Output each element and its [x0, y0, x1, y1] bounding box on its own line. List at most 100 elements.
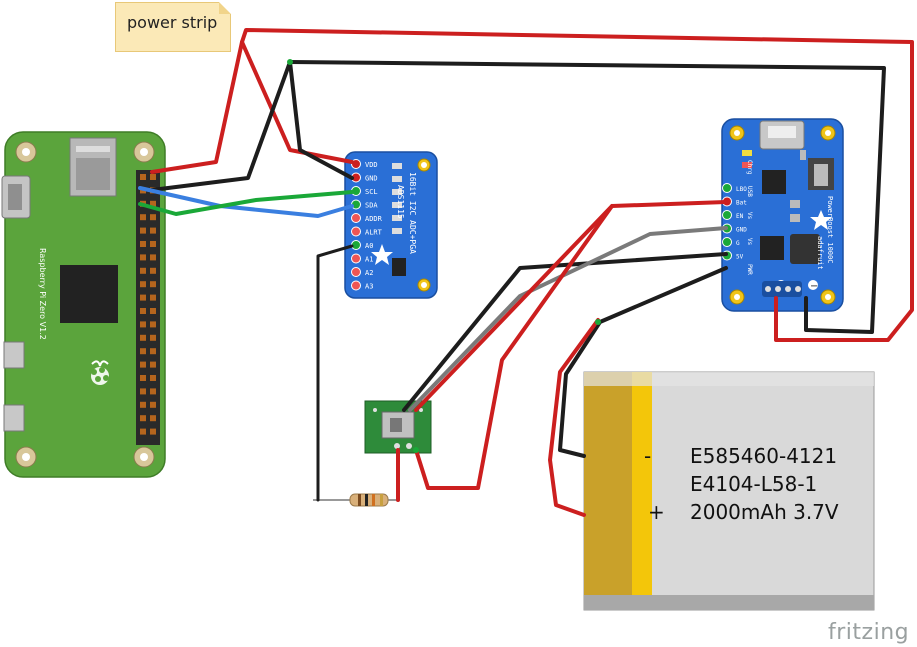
resistor[interactable]	[313, 493, 398, 507]
note-fold-corner	[219, 2, 231, 14]
adc-ic-chip	[392, 258, 406, 276]
powerboost-pin-g[interactable]	[722, 237, 732, 247]
fritzing-watermark: fritzing	[828, 620, 910, 645]
gpio-pin[interactable]	[150, 294, 156, 301]
wire-blue-sda	[138, 186, 354, 218]
powerboost-pin-lbo[interactable]	[722, 183, 732, 193]
minus-icon: −	[810, 281, 818, 292]
adc-pin-addr[interactable]	[351, 213, 361, 223]
adc-pin-label: ALRT	[365, 229, 383, 237]
adc-pin-label: A1	[365, 256, 373, 264]
adc-pin-a3[interactable]	[351, 280, 361, 291]
powerboost-1000c-board[interactable]: PowerBoost 1000C adafruit + − LBOBatENGN…	[721, 118, 844, 312]
battery-plus-symbol: +	[648, 500, 665, 524]
gpio-pin[interactable]	[150, 348, 156, 355]
wire-black-top-loop	[288, 60, 886, 334]
adc-pin-label: A3	[365, 283, 373, 291]
slide-switch[interactable]	[364, 400, 432, 454]
switch-slider[interactable]	[390, 418, 402, 432]
power-strip-label: power strip	[127, 13, 218, 32]
powerboost-pin-label: GND	[736, 227, 747, 234]
gpio-pin[interactable]	[150, 200, 156, 207]
gpio-pin[interactable]	[150, 375, 156, 381]
pi-board-label: Raspberry Pi Zero V1.2	[38, 248, 47, 340]
wire-black-switch-gnd	[402, 252, 728, 412]
powerboost-side-label: Vs	[746, 238, 753, 246]
wire-endpoints	[287, 59, 601, 453]
gpio-pin[interactable]	[140, 348, 146, 355]
powerboost-pin-label: EN	[736, 213, 744, 220]
gpio-pin[interactable]	[140, 241, 146, 247]
gpio-pin[interactable]	[150, 361, 156, 368]
wire-red-switch-out	[414, 204, 614, 490]
gpio-pin[interactable]	[140, 388, 146, 395]
gpio-pin[interactable]	[150, 415, 156, 422]
powerboost-pin-en[interactable]	[722, 210, 732, 220]
gpio-pin[interactable]	[140, 254, 146, 261]
gpio-pin[interactable]	[140, 294, 146, 301]
gpio-pin[interactable]	[150, 254, 156, 261]
gpio-pin[interactable]	[140, 281, 146, 288]
wire-red-battery	[548, 318, 600, 517]
powerboost-title-line2: adafruit	[816, 236, 824, 270]
inductor	[790, 234, 820, 264]
gpio-pin[interactable]	[140, 174, 146, 180]
gpio-pin[interactable]	[150, 334, 156, 341]
wire-red-top-loop	[240, 28, 914, 342]
gpio-pin[interactable]	[140, 375, 146, 381]
cpu-chip	[60, 265, 118, 323]
adc-pin-label: VDD	[365, 161, 378, 169]
gpio-pin[interactable]	[140, 214, 146, 221]
gpio-pin[interactable]	[150, 214, 156, 221]
gpio-pin[interactable]	[140, 308, 146, 314]
adc-pin-label: GND	[365, 175, 378, 183]
wire-black-pi-gnd	[150, 60, 354, 192]
gpio-pin[interactable]	[140, 334, 146, 341]
gpio-pin[interactable]	[150, 227, 156, 234]
gpio-pin[interactable]	[150, 241, 156, 247]
raspberry-logo-icon	[91, 360, 109, 385]
adc-pin-a1[interactable]	[351, 253, 361, 264]
gpio-pin[interactable]	[150, 321, 156, 328]
gpio-pin[interactable]	[150, 388, 156, 395]
gpio-pin[interactable]	[140, 267, 146, 274]
gpio-pin[interactable]	[150, 401, 156, 408]
adc-pin-a2[interactable]	[351, 267, 361, 277]
adc-pin-label: SCL	[365, 188, 378, 196]
gpio-pin[interactable]	[150, 281, 156, 288]
wire-black-battery	[558, 266, 728, 458]
battery-minus-symbol: -	[644, 444, 652, 468]
wire-green-scl	[138, 190, 354, 216]
battery-label-line3: 2000mAh 3.7V	[690, 500, 839, 524]
gpio-pin[interactable]	[150, 174, 156, 180]
adc-pin-alrt[interactable]	[351, 226, 361, 237]
gpio-header[interactable]	[136, 170, 160, 445]
gpio-pin[interactable]	[150, 267, 156, 274]
gpio-pin[interactable]	[150, 428, 156, 435]
powerboost-pin-label: Bat	[736, 200, 747, 207]
gpio-pin[interactable]	[140, 361, 146, 368]
gpio-pin[interactable]	[140, 415, 146, 422]
adc-pin-label: A0	[365, 242, 373, 250]
gpio-pin[interactable]	[140, 401, 146, 408]
micro-usb-port	[3, 341, 25, 369]
ads1115-adc-board[interactable]: 16Bit I2C ADC+PGA ADS1115 VDDGNDSCLSDAAD…	[344, 151, 438, 299]
adc-pin-label: SDA	[365, 202, 378, 210]
adc-pin-label: ADDR	[365, 215, 383, 223]
powerboost-pin-label: LBO	[736, 186, 747, 193]
adafruit-star-icon	[371, 244, 393, 265]
wire-gray-switch-en	[408, 226, 728, 412]
gpio-pin[interactable]	[140, 321, 146, 328]
boost-ic-chip	[760, 236, 784, 260]
gpio-pin[interactable]	[150, 308, 156, 314]
gpio-pin[interactable]	[140, 428, 146, 435]
lipo-battery[interactable]	[583, 371, 875, 611]
gpio-pin[interactable]	[140, 227, 146, 234]
micro-usb-port	[3, 404, 25, 432]
powerboost-side-label: PWR	[746, 264, 753, 275]
raspberry-pi-zero-board[interactable]: Raspberry Pi Zero V1.2	[1, 131, 166, 478]
power-strip-note[interactable]: power strip	[115, 2, 231, 52]
adc-title-line1: 16Bit I2C ADC+PGA	[408, 172, 417, 254]
